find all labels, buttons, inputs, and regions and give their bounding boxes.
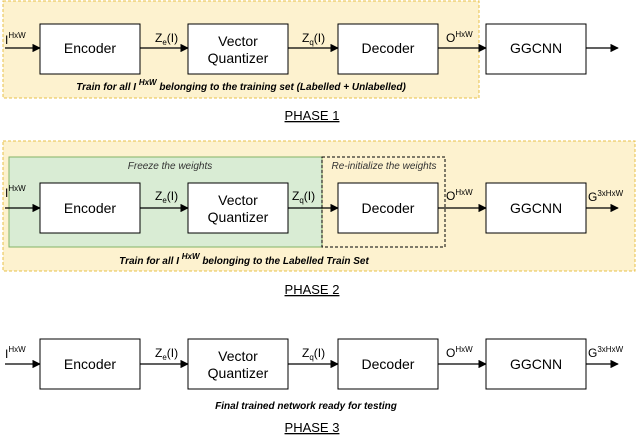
phase3-ze-label: Ze(I) xyxy=(155,346,178,362)
phase1-decoder-block xyxy=(337,23,439,75)
phase1-group: IHxW Encoder Ze(I) Vector Quantizer Zq(I… xyxy=(2,0,619,123)
phase1-ggcnn-block xyxy=(485,23,587,75)
phase1-caption: Train for all I HxW belonging to the tra… xyxy=(76,78,406,93)
phase1-title: PHASE 1 xyxy=(285,108,340,123)
phase1-input-label: IHxW xyxy=(5,31,26,47)
phase3-grasp-label: G3xHxW xyxy=(588,345,624,360)
phase2-ggcnn-block xyxy=(485,182,587,234)
phase1-vq-label-line2: Quantizer xyxy=(208,50,269,66)
phase1-output-label: OHxW xyxy=(446,30,473,45)
phase2-title: PHASE 2 xyxy=(285,282,340,297)
phase1-ggcnn-label: GGCNN xyxy=(510,40,562,56)
phase2-ze-label: Ze(I) xyxy=(155,189,178,205)
phase2-decoder-label: Decoder xyxy=(362,200,415,216)
phase3-encoder-block xyxy=(39,338,141,390)
phase2-vq-label-line1: Vector xyxy=(218,192,258,208)
phase2-encoder-label: Encoder xyxy=(64,200,116,216)
phase1-encoder-block xyxy=(39,23,141,75)
phase1-encoder-label: Encoder xyxy=(64,40,116,56)
phase3-caption: Final trained network ready for testing xyxy=(215,401,397,412)
phase3-title: PHASE 3 xyxy=(285,420,340,435)
phase2-group: Freeze the weights Re-initialize the wei… xyxy=(2,140,636,297)
phase3-ggcnn-label: GGCNN xyxy=(510,356,562,372)
phase1-decoder-label: Decoder xyxy=(362,40,415,56)
phase2-output-label: OHxW xyxy=(446,188,473,203)
phase1-zq-label: Zq(I) xyxy=(302,31,325,47)
phase2-vq-label-line2: Quantizer xyxy=(208,209,269,225)
phase2-freeze-note: Freeze the weights xyxy=(128,161,213,172)
phase3-vq-label-line1: Vector xyxy=(218,348,258,364)
phase3-output-label: OHxW xyxy=(446,345,473,360)
phase3-decoder-label: Decoder xyxy=(362,356,415,372)
phase2-vector-quantizer-block xyxy=(187,182,289,234)
phase2-grasp-label: G3xHxW xyxy=(588,189,624,204)
phase3-vector-quantizer-block xyxy=(187,338,289,390)
phase2-input-label: IHxW xyxy=(5,184,26,200)
phase2-zq-label: Zq(I) xyxy=(292,189,315,205)
phase3-encoder-label: Encoder xyxy=(64,356,116,372)
phase3-input-label: IHxW xyxy=(5,345,26,361)
phase3-decoder-block xyxy=(337,338,439,390)
phase3-ggcnn-block xyxy=(485,338,587,390)
phase2-ggcnn-label: GGCNN xyxy=(510,200,562,216)
phase2-decoder-block xyxy=(337,182,439,234)
phase2-reinit-note: Re-initialize the weights xyxy=(331,161,436,172)
phase1-vector-quantizer-block xyxy=(187,23,289,75)
phase2-reinit-region xyxy=(321,156,446,248)
phase3-zq-label: Zq(I) xyxy=(302,346,325,362)
phase3-group: IHxW Encoder Ze(I) Vector Quantizer Zq(I… xyxy=(5,338,624,435)
phase2-caption: Train for all I HxW belonging to the Lab… xyxy=(119,252,369,267)
phase1-vq-label-line1: Vector xyxy=(218,33,258,49)
phase1-ze-label: Ze(I) xyxy=(155,31,178,47)
phase3-vq-label-line2: Quantizer xyxy=(208,365,269,381)
